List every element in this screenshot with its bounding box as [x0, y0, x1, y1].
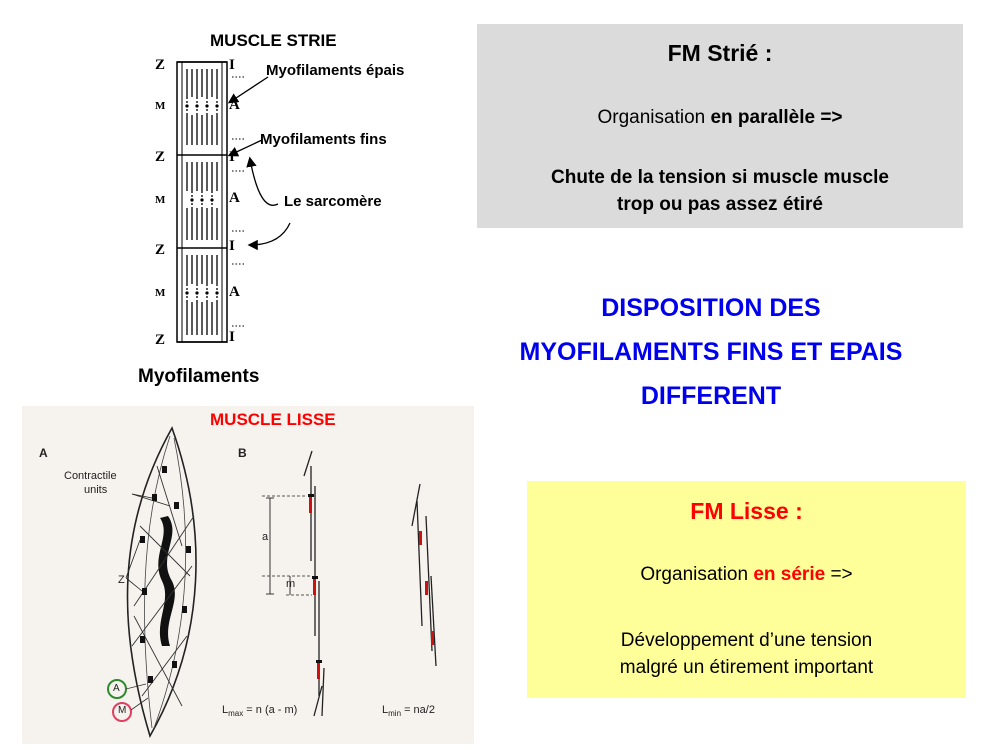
z-label: Z	[155, 242, 166, 258]
m-label: M	[155, 194, 166, 206]
smooth-muscle-figure	[22, 406, 474, 744]
i-label: I	[229, 57, 235, 73]
muscle-strie-title: MUSCLE STRIE	[210, 31, 337, 50]
i-label: I	[229, 238, 235, 254]
thick-myofilaments-annotation: Myofilaments épais	[266, 62, 405, 79]
m-dimension-label: m	[286, 578, 296, 590]
chute-line-1: Chute de la tension si muscle muscle	[551, 167, 889, 188]
fm-strie-tension-drop: Chute de la tension si muscle muscle tro…	[477, 164, 963, 218]
disposition-line-1: DISPOSITION DES	[601, 294, 821, 322]
thin-myofilaments-annotation: Myofilaments fins	[260, 131, 387, 148]
m-circle-label: M	[118, 705, 127, 716]
panel-b-label: B	[238, 446, 247, 460]
fm-lisse-organisation: Organisation en série =>	[527, 564, 966, 586]
dense-body-z-label: Z	[118, 574, 125, 586]
panel-a-label: A	[39, 446, 48, 460]
smooth-muscle-diagram	[107, 426, 437, 739]
org-series: en série	[753, 564, 826, 585]
org-parallel: en parallèle =>	[710, 107, 843, 128]
m-label: M	[155, 100, 166, 112]
a-circle-label: A	[113, 683, 120, 694]
lmin-l: L	[382, 704, 389, 716]
fm-strie-title: FM Strié :	[667, 40, 773, 66]
org-prefix: Organisation	[597, 107, 711, 128]
lmax-l: L	[222, 704, 229, 716]
dev-line-1: Développement d’une tension	[620, 630, 873, 651]
fm-strie-organisation: Organisation en parallèle =>	[477, 107, 963, 129]
org-suffix: =>	[825, 564, 853, 585]
lmin-formula: Lmin = na/2	[382, 704, 435, 718]
lmin-sub: min	[388, 709, 402, 719]
a-label: A	[229, 284, 240, 300]
a-dimension-label: a	[262, 531, 269, 543]
contractile-units-label-2: units	[84, 484, 108, 496]
z-label: Z	[155, 149, 166, 165]
fm-lisse-title: FM Lisse :	[690, 498, 803, 524]
fm-lisse-tension: Développement d’une tension malgré un ét…	[527, 627, 966, 681]
a-label: A	[229, 97, 240, 113]
dev-line-2: malgré un étirement important	[619, 657, 874, 678]
m-label: M	[155, 287, 166, 299]
lmax-sub: max	[228, 709, 244, 719]
fm-strie-box: FM Strié : Organisation en parallèle => …	[477, 24, 963, 228]
disposition-line-2: MYOFILAMENTS FINS ET EPAIS	[519, 338, 903, 366]
myofilaments-caption: Myofilaments	[138, 366, 260, 387]
chute-line-2: trop ou pas assez étiré	[617, 194, 823, 215]
sarcomere-annotation: Le sarcomère	[284, 193, 382, 210]
i-label: I	[229, 149, 235, 165]
z-label: Z	[155, 332, 166, 348]
disposition-line-3: DIFFERENT	[640, 382, 782, 410]
fm-lisse-box: FM Lisse : Organisation en série => Déve…	[527, 481, 966, 698]
lmin-equation: = na/2	[401, 704, 435, 716]
muscle-lisse-title: MUSCLE LISSE	[210, 410, 336, 429]
z-label: Z	[155, 57, 166, 73]
contractile-units-label-1: Contractile	[64, 470, 117, 482]
striated-sarcomere-diagram	[176, 61, 291, 343]
disposition-heading: DISPOSITION DES MYOFILAMENTS FINS ET EPA…	[446, 286, 976, 418]
a-label: A	[229, 190, 240, 206]
lmax-equation: = n (a - m)	[243, 704, 298, 716]
lmax-formula: Lmax = n (a - m)	[222, 704, 297, 718]
org-prefix: Organisation	[640, 564, 754, 585]
i-label: I	[229, 329, 235, 345]
